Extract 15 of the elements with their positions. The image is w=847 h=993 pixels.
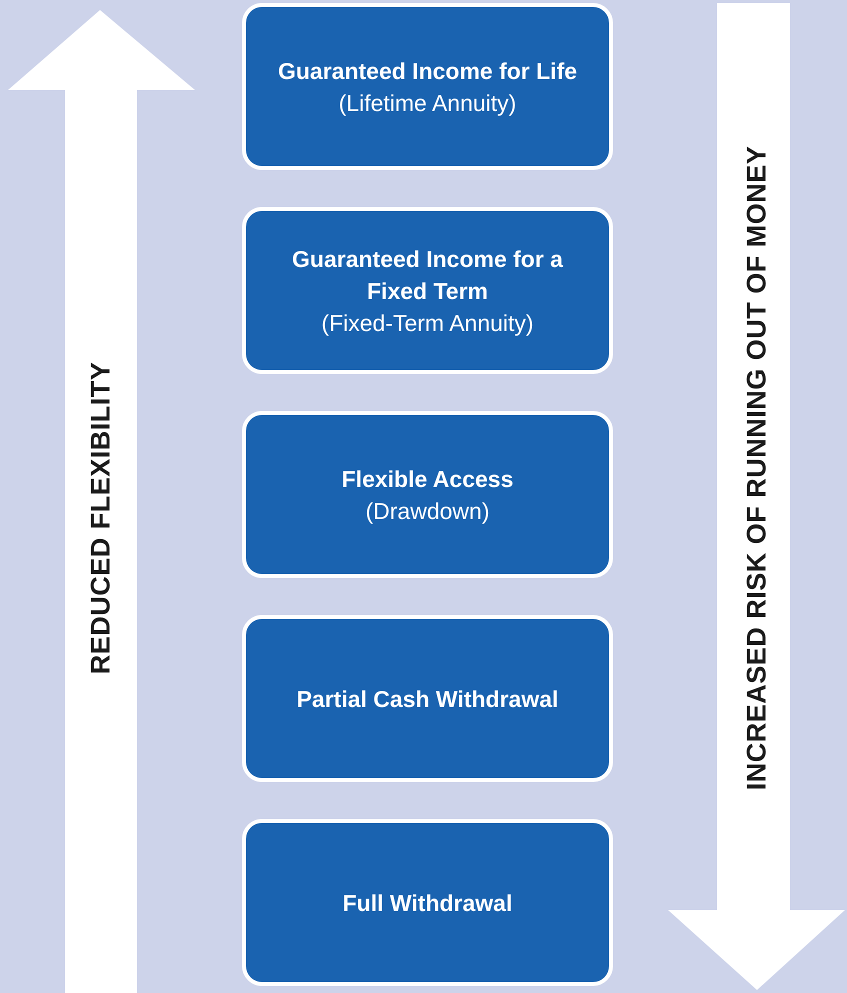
option-subtitle: (Fixed-Term Annuity): [321, 308, 534, 338]
option-box: [242, 411, 613, 578]
option-title: Flexible Access: [342, 464, 514, 494]
option-box: [242, 819, 613, 986]
option-box: [242, 615, 613, 782]
axis-label: REDUCED FLEXIBILITY: [86, 362, 116, 674]
option-title: Full Withdrawal: [342, 888, 512, 918]
option-box: [242, 207, 613, 374]
option-subtitle: (Lifetime Annuity): [338, 88, 516, 118]
option-title: Guaranteed Income for Life: [278, 56, 578, 86]
option-subtitle: (Drawdown): [366, 496, 490, 526]
option-title: Guaranteed Income for a Fixed Term: [291, 244, 564, 306]
option-title: Partial Cash Withdrawal: [296, 684, 558, 714]
axis-label: INCREASED RISK OF RUNNING OUT OF MONEY: [742, 146, 772, 790]
option-box: [242, 3, 613, 170]
